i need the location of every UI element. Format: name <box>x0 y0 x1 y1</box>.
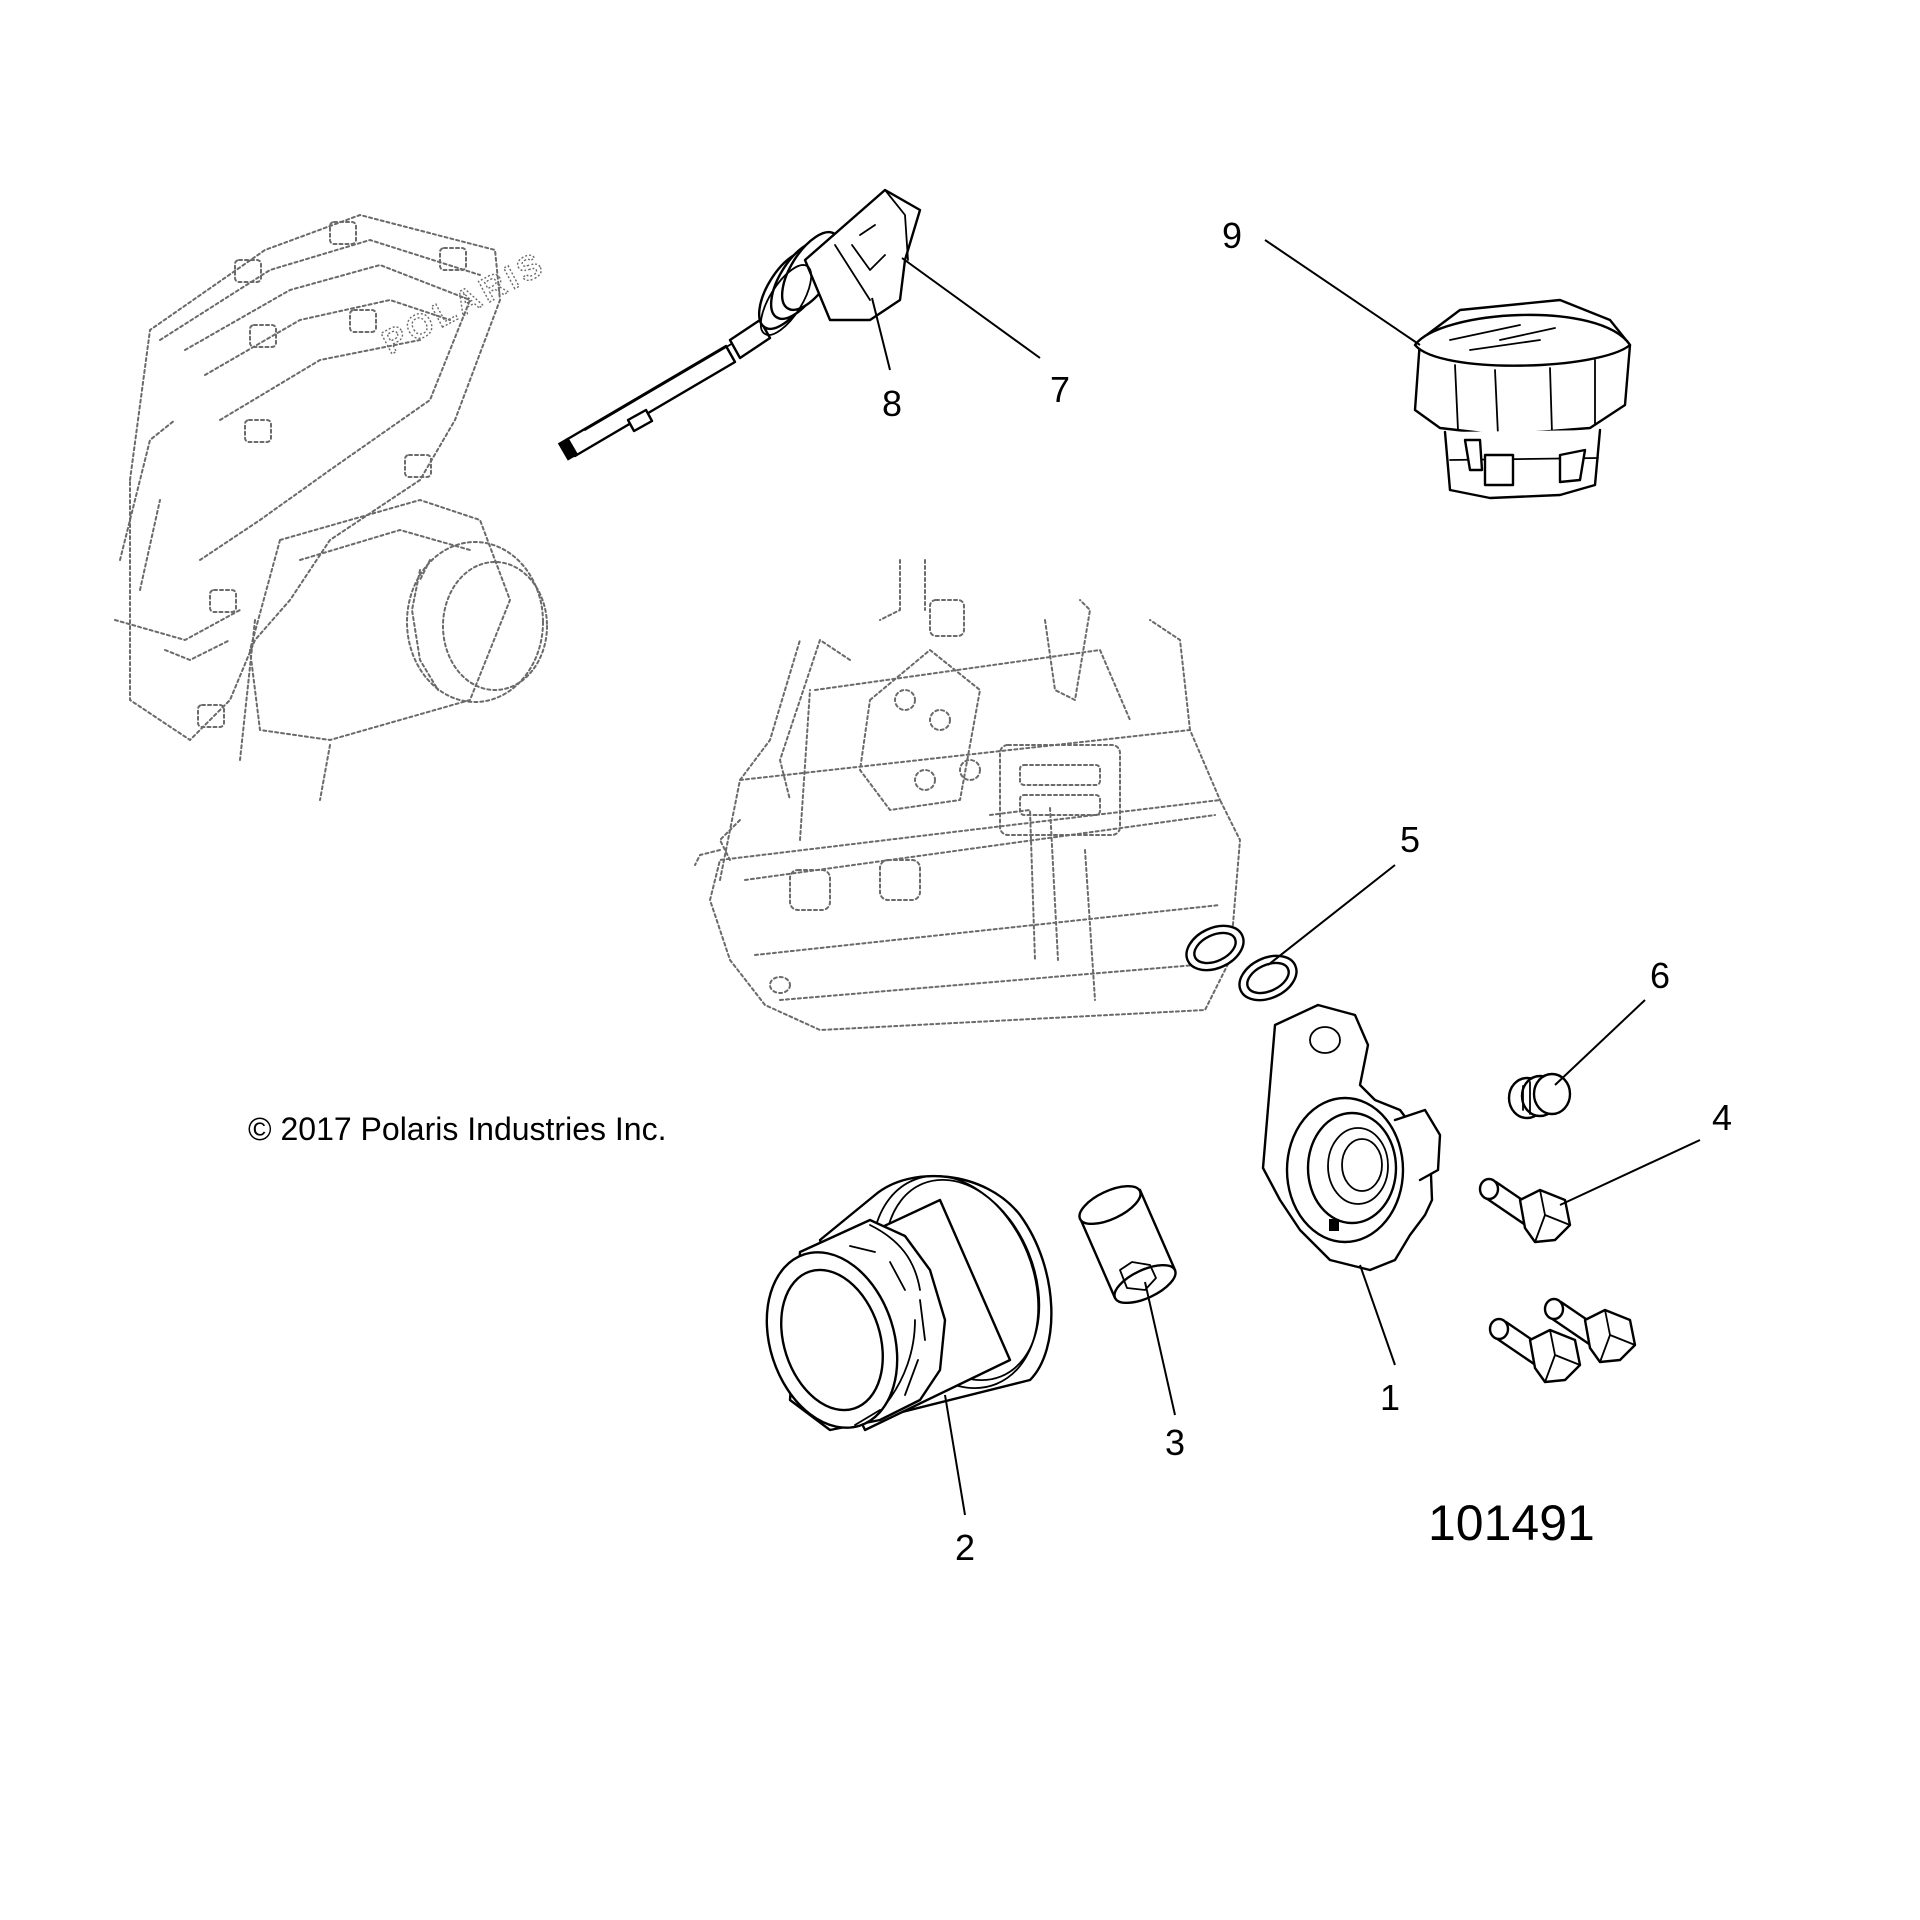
ghost-filter-on-engine <box>406 541 548 703</box>
bolt-part <box>1543 1297 1637 1364</box>
callout-6: 6 <box>1650 955 1670 996</box>
bolt-part <box>1488 1317 1582 1384</box>
leader-4 <box>1559 1139 1701 1206</box>
oil-cap-part <box>1413 298 1632 500</box>
callout-7: 7 <box>1050 369 1070 410</box>
engine-crankcase-ghost <box>694 559 1241 1031</box>
callout-2: 2 <box>955 1527 975 1568</box>
o-rings-part <box>1185 924 1298 1002</box>
leader-8 <box>871 297 891 371</box>
leader-9 <box>1264 239 1421 346</box>
leader-2 <box>944 1394 966 1516</box>
callouts: 1 2 3 4 5 6 7 8 9 <box>882 215 1732 1568</box>
drawing-number: 101491 <box>1428 1495 1595 1551</box>
callout-5: 5 <box>1400 819 1420 860</box>
leader-7 <box>901 257 1041 359</box>
leader-5 <box>1267 864 1396 966</box>
callout-3: 3 <box>1165 1422 1185 1463</box>
callout-8: 8 <box>882 383 902 424</box>
oil-filter-part <box>765 1174 1053 1432</box>
dipstick-part <box>557 188 922 461</box>
engine-logo-text: POLARIS <box>376 244 552 362</box>
leader-lines <box>871 239 1701 1516</box>
oil-filter-adapter-part <box>1261 1003 1442 1272</box>
engine-block-left-ghost <box>239 499 511 801</box>
bolt-part <box>1478 1177 1572 1244</box>
callout-9: 9 <box>1222 215 1242 256</box>
filter-nipple-part <box>1078 1184 1177 1305</box>
leader-3 <box>1144 1281 1176 1416</box>
leader-6 <box>1554 999 1646 1086</box>
dipstick-seal-part <box>759 264 813 336</box>
callout-1: 1 <box>1380 1377 1400 1418</box>
leader-1 <box>1359 1264 1396 1366</box>
plug-part <box>1507 1072 1572 1120</box>
copyright-text: © 2017 Polaris Industries Inc. <box>248 1111 666 1147</box>
callout-4: 4 <box>1712 1097 1732 1138</box>
